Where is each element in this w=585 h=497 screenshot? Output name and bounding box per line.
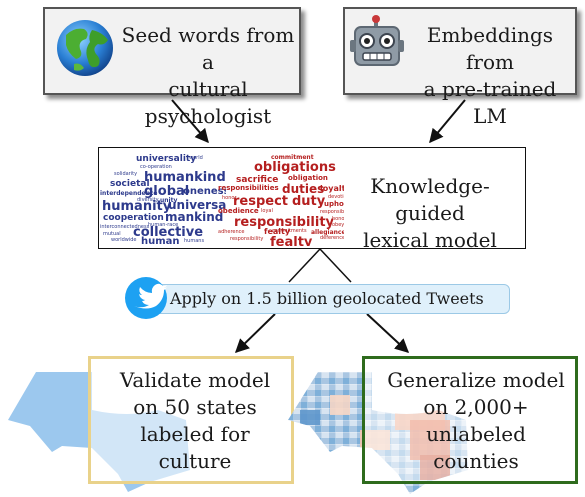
- wordcloud-word: loyal: [261, 208, 273, 214]
- embeddings-box: [343, 7, 577, 95]
- lexical-model-text: Knowledge-guided lexical model: [363, 174, 497, 252]
- wordcloud-word: responsibility: [230, 236, 264, 242]
- wordcloud-word: worldwide: [111, 237, 137, 243]
- wordcloud-word: obey: [332, 222, 344, 228]
- wordcloud-word: human-race: [148, 222, 179, 228]
- wordcloud-word: solidarity: [114, 171, 138, 177]
- wordcloud-word: global: [144, 184, 190, 199]
- wordcloud-word: fealty: [270, 235, 313, 246]
- wordcloud-word: universal: [168, 198, 226, 212]
- seed-words-text: Seed words from a cultural psychologist: [121, 23, 295, 128]
- wordcloud-word: loyalty: [320, 184, 344, 193]
- wordcloud-word: responsibility: [234, 215, 335, 230]
- wordcloud-word: sacrifice: [236, 175, 279, 185]
- wordcloud-word: co-operation: [140, 164, 172, 170]
- wordcloud-word: human: [141, 236, 180, 247]
- wordcloud-word: devotion: [328, 194, 344, 200]
- wordcloud-word: responsibilities: [218, 184, 279, 192]
- wordcloud-word: duty: [292, 194, 326, 209]
- wordcloud-word: adherence: [218, 229, 245, 235]
- wordcloud-word: allegiance: [311, 229, 344, 236]
- wordcloud-word: universality: [136, 154, 197, 164]
- wordcloud-word: honor: [222, 195, 237, 201]
- wordcloud-word: commitments: [272, 228, 307, 234]
- wordcloud-word: world: [189, 155, 203, 161]
- wordcloud-word: humanity: [102, 199, 172, 214]
- wordcloud-collectivism: universality world co-operation humankin…: [100, 150, 226, 247]
- wordcloud-word: diversity: [137, 197, 159, 203]
- wordcloud-word: respect: [233, 194, 289, 209]
- wordcloud-word: mutual: [103, 231, 121, 237]
- generalize-text: Generalize model on 2,000+ unlabeled cou…: [387, 368, 565, 473]
- wordcloud-word: uphold: [324, 200, 344, 208]
- apply-banner: [132, 284, 510, 314]
- wordcloud-word: collective: [133, 225, 204, 240]
- embeddings-text: Embeddings from a pre-trained LM: [423, 23, 557, 128]
- wordcloud-word: interdependence: [100, 190, 158, 197]
- generalize-box: [362, 356, 578, 484]
- wordcloud-word: commitment: [271, 154, 314, 161]
- wordcloud-word: mankind: [165, 210, 224, 224]
- validate-text: Validate model on 50 states labeled for …: [119, 368, 271, 473]
- wordcloud-word: responsible: [320, 209, 344, 215]
- wordcloud-word: oneness: [183, 186, 226, 197]
- wordcloud-word: humankind: [144, 170, 226, 185]
- wordcloud-word: obligation: [288, 174, 328, 182]
- wordcloud-duty: commitment obligations sacrifice obligat…: [216, 150, 344, 247]
- validate-box: [88, 356, 294, 484]
- apply-text: Apply on 1.5 billion geolocated Tweets: [170, 289, 484, 308]
- wordcloud-word: obligations: [254, 160, 336, 175]
- wordcloud-word: humans: [184, 238, 205, 244]
- lexical-model-box: [98, 147, 526, 249]
- wordcloud-word: honour: [332, 216, 344, 222]
- wordcloud-word: cooperation: [103, 213, 164, 223]
- wordcloud-word: unity: [160, 197, 178, 204]
- wordcloud-word: obedience: [218, 207, 259, 215]
- wordcloud-word: societal: [110, 179, 150, 189]
- wordcloud-word: interconnectedness: [100, 224, 150, 230]
- wordcloud-word: deference: [320, 235, 344, 241]
- wordcloud-word: duties: [282, 182, 325, 196]
- wordcloud-word: fealty: [264, 227, 291, 236]
